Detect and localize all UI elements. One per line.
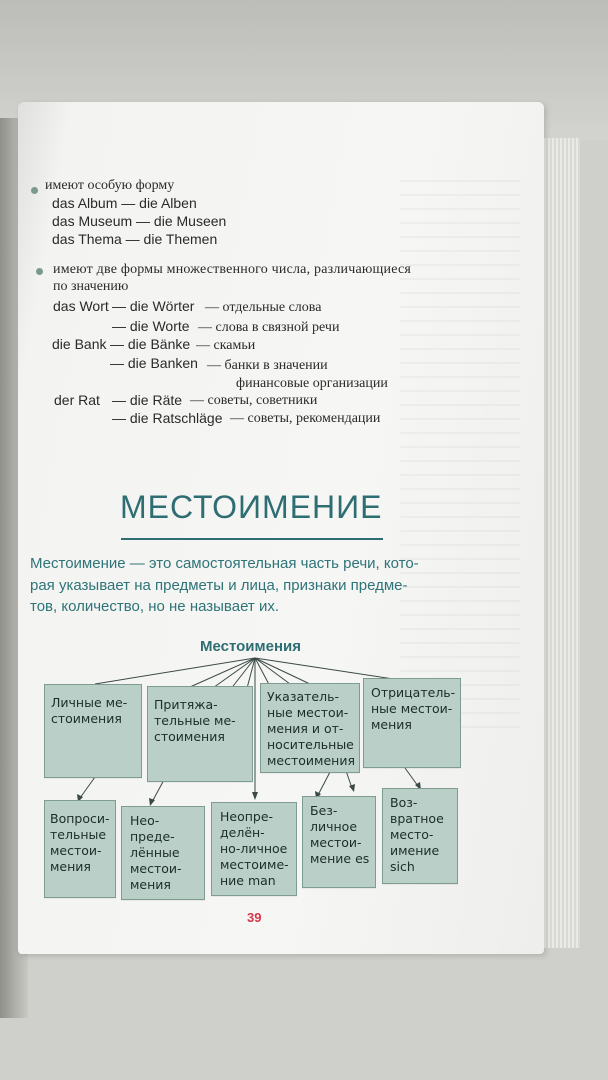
list2-plural: — die Worte	[112, 318, 190, 334]
definition-line: тов, количество, но не называет их.	[30, 598, 280, 615]
list2-plural: — die Ratschläge	[112, 410, 223, 426]
list1-intro: имеют особую форму	[45, 178, 175, 193]
box-label: Неопре- делён- но-личное местоиме- ние m…	[220, 809, 289, 888]
definition-line: рая указывает на предметы и лица, призна…	[30, 577, 408, 594]
list2-plural: — die Bänke	[110, 336, 191, 352]
list2-plural: — die Wörter	[112, 298, 195, 314]
box-reflexive-pronoun: Воз- вратное место- имение sich	[382, 788, 458, 884]
bullet-icon	[31, 187, 38, 194]
box-indefinite-personal-pronoun: Неопре- делён- но-личное местоиме- ние m…	[211, 802, 297, 896]
list2-meaning: — скамьи	[196, 338, 256, 353]
list2-meaning: — банки в значении	[207, 358, 328, 373]
bullet-icon	[36, 268, 43, 275]
box-label: Нео- преде- лённые местои- мения	[130, 813, 182, 892]
heading-underline	[121, 538, 383, 540]
list1-pair: das Album — die Alben	[52, 195, 197, 211]
list2-noun: der Rat	[54, 392, 100, 408]
box-label: Притяжа- тельные ме- стоимения	[154, 697, 236, 744]
list2-meaning: финансовые организации	[236, 376, 388, 391]
definition-line: Местоимение — это самостоятельная часть …	[30, 555, 419, 572]
show-through-text	[400, 180, 520, 740]
list2-plural: — die Räte	[112, 392, 183, 408]
box-possessive-pronouns: Притяжа- тельные ме- стоимения	[147, 686, 253, 782]
box-label: Без- личное местои- мение es	[310, 803, 370, 866]
list2-noun: das Wort	[53, 298, 109, 314]
list2-intro-cont: по значению	[53, 279, 129, 294]
box-interrogative-pronouns: Вопроси- тельные местои- мения	[44, 800, 116, 898]
box-label: Воз- вратное место- имение sich	[390, 795, 444, 874]
box-label: Личные ме- стоимения	[51, 695, 128, 726]
list2-plural: — die Banken	[110, 355, 198, 371]
list2-meaning: — советы, советники	[190, 393, 318, 408]
box-label: Указатель- ные местои- мения и от- носит…	[267, 689, 355, 768]
list2-intro: имеют две формы множественного числа, ра…	[53, 262, 412, 277]
list2-noun: die Bank	[52, 336, 107, 352]
box-label: Отрицатель- ные местои- мения	[371, 685, 456, 732]
list2-meaning: — отдельные слова	[205, 300, 322, 315]
list2-meaning: — советы, рекомендации	[230, 411, 381, 426]
box-demonstrative-pronouns: Указатель- ные местои- мения и от- носит…	[260, 683, 360, 773]
box-label: Вопроси- тельные местои- мения	[50, 811, 110, 874]
box-negative-pronouns: Отрицатель- ные местои- мения	[363, 678, 461, 768]
list1-pair: das Thema — die Themen	[52, 231, 218, 247]
diagram-title: Местоимения	[200, 638, 301, 655]
page-number: 39	[247, 910, 262, 925]
box-impersonal-pronoun: Без- личное местои- мение es	[302, 796, 376, 888]
section-heading: МЕСТОИМЕНИЕ	[120, 489, 383, 525]
list2-meaning: — слова в связной речи	[198, 320, 340, 335]
box-personal-pronouns: Личные ме- стоимения	[44, 684, 142, 778]
list1-pair: das Museum — die Museen	[52, 213, 227, 229]
box-indefinite-pronouns: Нео- преде- лённые местои- мения	[121, 806, 205, 900]
